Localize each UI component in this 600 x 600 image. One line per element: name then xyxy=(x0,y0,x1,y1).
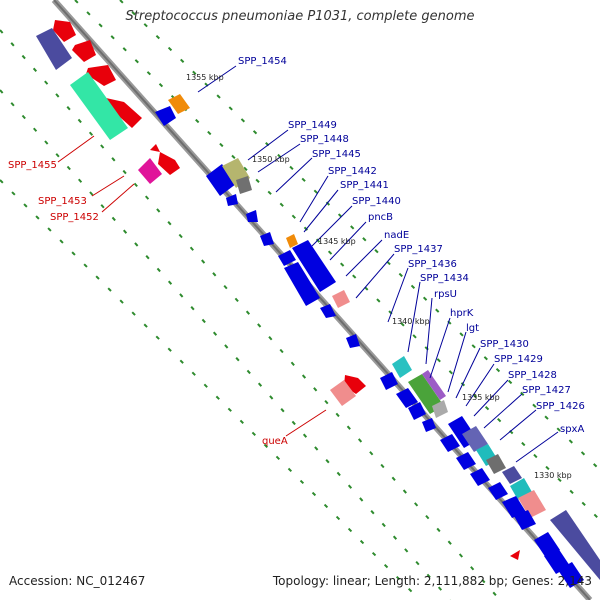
topology-label: Topology: linear; Length: 2,111,882 bp; … xyxy=(272,574,592,588)
gene-block xyxy=(422,418,436,432)
gene-block xyxy=(514,510,536,530)
gene-label: SPP_1449 xyxy=(288,120,337,131)
gene-label: SPP_1430 xyxy=(480,339,529,350)
gene-block xyxy=(462,426,488,452)
gene-block xyxy=(106,98,142,128)
gene-block xyxy=(432,400,448,418)
gene-label: SPP_1434 xyxy=(420,273,469,284)
gene-block xyxy=(292,240,336,292)
genome-backbone xyxy=(51,0,593,600)
gene-block xyxy=(456,452,476,470)
gene-block xyxy=(168,94,190,114)
gene-block xyxy=(278,250,296,266)
gene-label: SPP_1454 xyxy=(238,56,287,67)
gene-block xyxy=(332,290,350,308)
gene-block xyxy=(558,562,584,588)
gene-block xyxy=(260,232,274,246)
gene-label: SPP_1448 xyxy=(300,134,349,145)
accession-label: Accession: NC_012467 xyxy=(9,574,146,588)
gene-block xyxy=(155,106,176,126)
gene-label: SPP_1452 xyxy=(50,212,99,223)
gene-label: SPP_1437 xyxy=(394,244,443,255)
tick-label: 1335 kbp xyxy=(462,393,500,402)
gene-block xyxy=(150,144,160,152)
tick-label: 1345 kbp xyxy=(318,237,356,246)
gene-block xyxy=(502,466,522,484)
gene-block xyxy=(440,434,460,452)
gene-label: SPP_1453 xyxy=(38,196,87,207)
gene-block xyxy=(392,356,412,378)
gene-block xyxy=(488,482,508,500)
leader-lines xyxy=(57,65,559,463)
gene-label: SPP_1429 xyxy=(494,354,543,365)
reverse-genes xyxy=(155,94,600,588)
gene-label: SPP_1441 xyxy=(340,180,389,191)
gene-label: SPP_1436 xyxy=(408,259,457,270)
gene-label: SPP_1440 xyxy=(352,196,401,207)
gene-label: SPP_1427 xyxy=(522,385,571,396)
gene-block xyxy=(70,72,128,140)
gene-label: SPP_1428 xyxy=(508,370,557,381)
gene-block xyxy=(53,20,76,42)
gene-block xyxy=(346,334,360,348)
forward-genes xyxy=(36,20,520,560)
gene-label: SPP_1455 xyxy=(8,160,57,171)
gene-block xyxy=(408,402,426,420)
gene-block xyxy=(206,164,236,196)
tick-label: 1340 kbp xyxy=(392,317,430,326)
page-title: Streptococcus pneumoniae P1031, complete… xyxy=(125,9,475,24)
gene-label: SPP_1426 xyxy=(536,401,585,412)
tick-label: 1355 kbp xyxy=(186,73,224,82)
gene-block xyxy=(518,490,546,518)
gene-label: SPP_1442 xyxy=(328,166,377,177)
gene-block xyxy=(284,262,320,306)
gene-label-group-forward: SPP_1455 SPP_1453 SPP_1452 queA xyxy=(8,160,288,447)
gene-block xyxy=(158,152,180,175)
gene-block xyxy=(86,65,116,86)
gene-block xyxy=(138,158,162,184)
gene-block xyxy=(320,304,336,318)
gene-block xyxy=(330,380,356,406)
gene-block xyxy=(236,176,252,194)
gene-block xyxy=(36,28,72,70)
gene-block xyxy=(550,510,600,580)
gene-label: nadE xyxy=(384,230,409,241)
gene-label: pncB xyxy=(368,212,393,223)
gene-block xyxy=(486,454,506,474)
gene-label: queA xyxy=(262,436,288,447)
gene-block xyxy=(72,40,96,62)
gene-label: hprK xyxy=(450,308,474,319)
gene-block xyxy=(510,550,520,560)
gene-block xyxy=(470,468,490,486)
gene-label: lgt xyxy=(466,323,479,334)
gene-label: rpsU xyxy=(434,289,457,300)
gene-block xyxy=(226,194,238,206)
gene-block xyxy=(246,210,258,222)
gene-label: spxA xyxy=(560,424,584,435)
gene-block xyxy=(286,234,298,248)
gene-label-group: SPP_1454 SPP_1449 SPP_1448 SPP_1445 SPP_… xyxy=(238,56,585,435)
gene-label: SPP_1445 xyxy=(312,149,361,160)
gene-block xyxy=(408,374,444,414)
tick-labels: 1355 kbp 1350 kbp 1345 kbp 1340 kbp 1335… xyxy=(186,73,572,480)
gene-block xyxy=(396,388,418,408)
gene-block xyxy=(380,372,398,390)
gene-block xyxy=(422,370,446,400)
tick-label: 1330 kbp xyxy=(534,471,572,480)
tick-label: 1350 kbp xyxy=(252,155,290,164)
gene-block xyxy=(502,496,526,518)
